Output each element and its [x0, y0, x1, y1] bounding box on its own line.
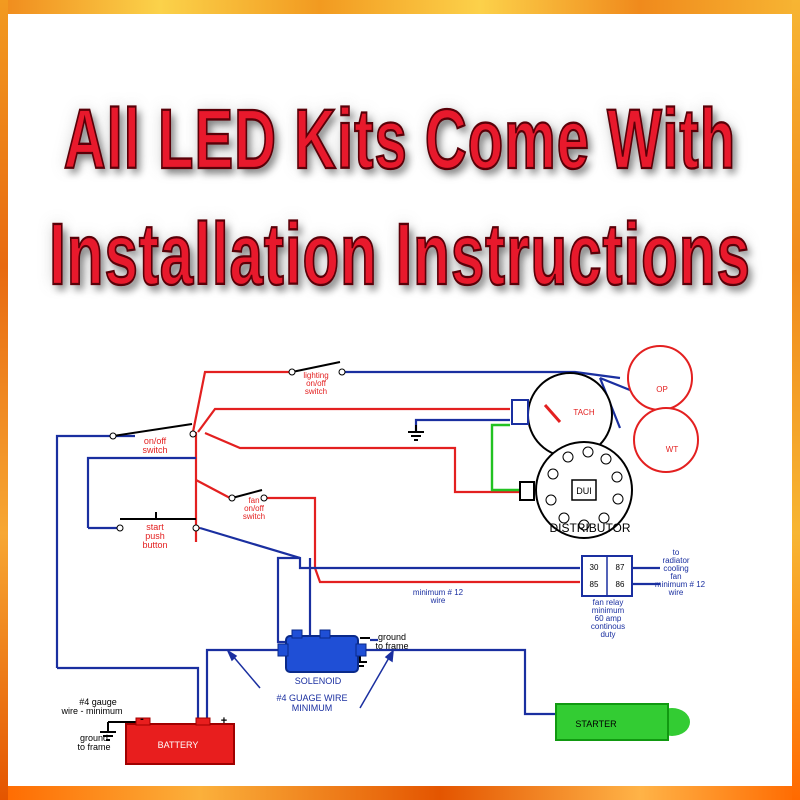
guage-wire-label-1: #4 GUAGE WIRE: [276, 693, 347, 703]
ground-frame-left-label-2: to frame: [77, 742, 110, 752]
op-label: OP: [656, 385, 668, 394]
headline-line-2: Installation Instructions: [48, 205, 751, 304]
fan-relay-label-3: 60 amp: [595, 614, 622, 623]
ground-frame-right-label-1: ground: [378, 632, 406, 642]
min12-wire-label-1: minimum # 12: [413, 588, 464, 597]
start-push-button: [116, 512, 200, 532]
fan-relay-label-4: continous: [591, 622, 625, 631]
dui-label: DUI: [576, 486, 592, 496]
headline-line-1: All LED Kits Come With: [63, 91, 737, 188]
starter-block: [555, 703, 690, 741]
battery-plus-label: +: [221, 715, 227, 727]
to-radiator-label-2: radiator: [662, 556, 689, 565]
battery-minus-label: -: [140, 713, 144, 725]
lighting-switch-label-3: switch: [305, 387, 327, 396]
fan-switch: [228, 489, 268, 502]
fan-relay-label-2: minimum: [592, 606, 625, 615]
onoff-switch-label-2: switch: [142, 445, 167, 455]
solenoid-block: [277, 629, 367, 673]
ground-symbol-battery: [100, 721, 136, 741]
relay-terminal-85: 85: [590, 580, 599, 589]
to-radiator-label-4: fan: [670, 572, 681, 581]
wt-gauge: [633, 407, 699, 473]
ground-frame-right-label-2: to frame: [375, 641, 408, 651]
to-radiator-label-6: wire: [668, 588, 684, 597]
ground-symbol-tach: [408, 425, 424, 441]
battery-label: BATTERY: [158, 740, 199, 750]
tach-gauge: [511, 372, 613, 458]
start-button-label-1: start: [146, 522, 164, 532]
start-button-label-2: push: [145, 531, 165, 541]
guage-wire-label-2: MINIMUM: [292, 703, 333, 713]
fan-relay-box: [581, 555, 633, 597]
relay-terminal-87: 87: [616, 563, 625, 572]
arrows: [226, 649, 394, 709]
ground-frame-left-label-1: ground: [80, 733, 108, 743]
lighting-switch-label-2: on/off: [306, 379, 327, 388]
lighting-switch-label-1: lighting: [303, 371, 328, 380]
gauge-wire-left-label-1: #4 gauge: [79, 697, 117, 707]
battery-block: [125, 717, 235, 765]
starter-label: STARTER: [575, 719, 617, 729]
start-button-label-3: button: [142, 540, 167, 550]
fan-switch-label-1: fan: [248, 496, 259, 505]
wt-label: WT: [666, 445, 679, 454]
orange-frame-left: [0, 0, 8, 800]
orange-frame-bottom: [0, 786, 800, 800]
distributor-label: DISTRIBUTOR: [549, 521, 630, 535]
gauge-wire-left-label-2: wire - minimum: [60, 706, 122, 716]
green-wire: [490, 423, 520, 492]
op-gauge: [627, 345, 693, 411]
relay-terminal-30: 30: [590, 563, 599, 572]
min12-wire-label-2: wire: [430, 596, 446, 605]
fan-relay-label-5: duty: [600, 630, 615, 639]
onoff-switch: [109, 423, 197, 440]
tach-label: TACH: [573, 408, 594, 417]
orange-frame-top: [0, 0, 800, 14]
lighting-switch: [288, 361, 346, 376]
distributor: [519, 441, 633, 539]
onoff-switch-label-1: on/off: [144, 436, 167, 446]
to-radiator-label-5: minimum # 12: [655, 580, 706, 589]
orange-frame-right: [792, 0, 800, 800]
solenoid-label: SOLENOID: [295, 676, 342, 686]
blue-wires: [55, 370, 660, 726]
fan-switch-label-3: switch: [243, 512, 265, 521]
relay-terminal-86: 86: [616, 580, 625, 589]
fan-switch-label-2: on/off: [244, 504, 265, 513]
to-radiator-label-1: to: [673, 548, 680, 557]
to-radiator-label-3: cooling: [663, 564, 688, 573]
fan-relay-label-1: fan relay: [593, 598, 624, 607]
